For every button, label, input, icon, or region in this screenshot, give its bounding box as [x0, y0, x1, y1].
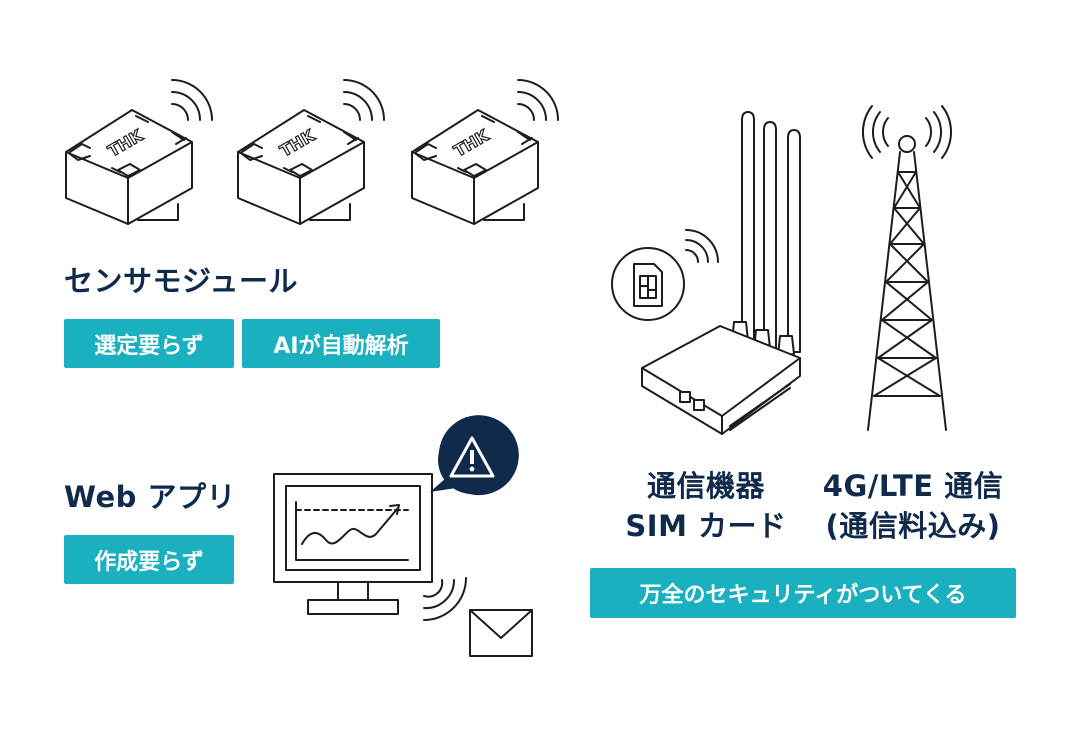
- badge-ai-analysis: AIが自動解析: [242, 319, 440, 368]
- device-label-line1: 通信機器: [646, 469, 765, 503]
- webapp-title: Web アプリ: [64, 480, 236, 514]
- sensor-module-icon-1: THK: [65, 79, 213, 225]
- badge-no-build: 作成要らず: [64, 535, 234, 584]
- sensor-module-icon-3: THK: [411, 79, 559, 225]
- cell-tower-icon: [862, 105, 952, 431]
- lte-label-block: 4G/LTE 通信 (通信料込み): [808, 466, 1018, 546]
- badge-no-selection: 選定要らず: [64, 319, 234, 368]
- sensor-module-icon-2: THK: [237, 79, 385, 225]
- badge-security: 万全のセキュリティがついてくる: [590, 568, 1016, 618]
- sim-card-icon: [611, 229, 719, 321]
- sensor-title: センサモジュール: [64, 264, 298, 298]
- signal-waves-icon: [423, 577, 467, 621]
- mail-icon: [469, 609, 533, 657]
- warning-icon: [430, 415, 519, 496]
- lte-label-line1: 4G/LTE 通信: [822, 469, 1004, 503]
- router-icon: [641, 111, 801, 435]
- monitor-chart-icon: [273, 473, 433, 615]
- device-label-block: 通信機器 SIM カード: [620, 466, 792, 546]
- lte-label-line2: (通信料込み): [825, 509, 1001, 543]
- device-label-line2: SIM カード: [625, 509, 787, 543]
